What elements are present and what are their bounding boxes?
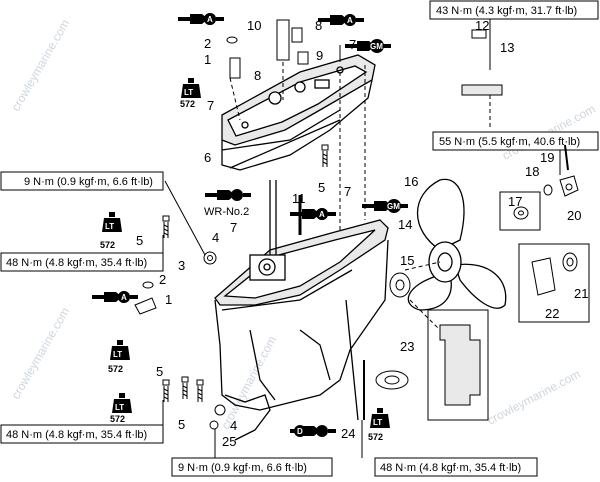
torque-spec-right-mid: 55 N·m (5.5 kgf·m, 40.6 ft·lb) xyxy=(439,136,580,148)
loctite-label-bottom-right: LT xyxy=(373,418,382,427)
grease-A-label-left: A xyxy=(121,293,127,302)
assembly-lines xyxy=(229,62,491,331)
watermark-text-5: crowleymarine.com xyxy=(485,367,583,428)
grease-GM-mid: GM xyxy=(362,199,408,213)
small-hardware-right xyxy=(499,144,590,323)
loctite-code-bottom-right: 572 xyxy=(368,432,383,442)
part-number-24: 24 xyxy=(341,426,355,441)
part-number-7-mid: 7 xyxy=(344,184,351,199)
watermark-text-1: crowleymarine.com xyxy=(8,17,72,114)
loctite-572-bottom-right: LT 572 xyxy=(368,408,390,442)
watermark-text-4: crowleymarine.com xyxy=(218,334,279,432)
part-number-2-left: 2 xyxy=(159,272,166,287)
watermark-text-3: crowleymarine.com xyxy=(8,305,72,402)
part-number-8-mid: 8 xyxy=(254,68,261,83)
part-number-18: 18 xyxy=(525,164,539,179)
torque-spec-left-bottom: 48 N·m (4.8 kgf·m, 35.4 ft·lb) xyxy=(6,429,147,441)
part-number-7-low: 7 xyxy=(230,220,237,235)
grease-GM-label-mid: GM xyxy=(387,202,400,211)
part-number-9: 9 xyxy=(316,48,323,63)
grease-A-left: A xyxy=(92,291,138,303)
grease-GM-label-top: GM xyxy=(370,42,383,51)
shafts-and-bolts xyxy=(134,19,503,430)
torque-box-bottom-mid xyxy=(171,457,333,477)
part-number-2-top: 2 xyxy=(204,36,211,51)
part-number-17: 17 xyxy=(508,194,522,209)
loctite-code-upper: 572 xyxy=(180,99,195,109)
grease-A-label-top: A xyxy=(207,15,213,24)
propeller xyxy=(407,178,507,311)
loctite-label-upper: LT xyxy=(184,88,193,97)
part-number-8-top: 8 xyxy=(315,18,322,33)
part-number-14: 14 xyxy=(398,217,412,232)
grease-A-top-right: A xyxy=(318,14,364,26)
part-number-21: 21 xyxy=(574,286,588,301)
loctite-572-left: LT 572 xyxy=(100,212,122,250)
loctite-label-lower: LT xyxy=(115,403,124,412)
loctite-label-mid: LT xyxy=(113,350,122,359)
part-number-15: 15 xyxy=(400,253,414,268)
grease-A-mid: A xyxy=(290,208,336,220)
part-number-13: 13 xyxy=(500,40,514,55)
part-number-5-lower: 5 xyxy=(156,364,163,379)
part-number-20: 20 xyxy=(567,208,581,223)
torque-spec-bottom-mid: 9 N·m (0.9 kgf·m, 6.6 ft·lb) xyxy=(178,462,307,474)
thrust-washer xyxy=(389,272,411,298)
part-number-4-top: 4 xyxy=(212,230,219,245)
loctite-label-left: LT xyxy=(105,222,114,231)
torque-box-bottom-right xyxy=(374,457,538,477)
part-number-6: 6 xyxy=(204,150,211,165)
grease-A-top: A xyxy=(178,13,224,25)
lower-gearcase xyxy=(214,180,389,441)
part-number-7-top-right: 7 xyxy=(349,37,356,52)
part-number-11: 11 xyxy=(292,191,306,206)
part-number-12: 12 xyxy=(475,18,489,33)
part-number-3: 3 xyxy=(178,258,185,273)
part-number-16: 16 xyxy=(404,174,418,189)
part-number-23: 23 xyxy=(400,339,414,354)
part-number-22: 22 xyxy=(545,306,559,321)
torque-spec-left-top: 9 N·m (0.9 kgf·m, 6.6 ft·lb) xyxy=(24,176,153,188)
part-number-10: 10 xyxy=(247,18,261,33)
torque-spec-top-right: 43 N·m (4.3 kgf·m, 31.7 ft·lb) xyxy=(436,5,577,17)
part-number-1-top: 1 xyxy=(204,52,211,67)
part-number-5-left: 5 xyxy=(136,233,143,248)
part-number-19: 19 xyxy=(540,150,554,165)
grease-WR-no2-label: WR-No.2 xyxy=(204,206,249,218)
grease-A-label-mid: A xyxy=(319,210,325,219)
part-number-5-bottom: 5 xyxy=(178,417,185,432)
grease-D-bottom: D xyxy=(290,425,336,437)
part-number-7-left: 7 xyxy=(207,98,214,113)
torque-box-top-right xyxy=(429,0,599,20)
part-callouts: 10 8 2 9 7 1 8 7 6 5 7 11 7 4 5 3 14 16 … xyxy=(136,18,588,449)
torque-box-left-top xyxy=(0,171,164,191)
upper-casing xyxy=(221,54,376,171)
loctite-572-lower: LT 572 xyxy=(110,393,132,424)
grease-WR-no2: WR-No.2 xyxy=(204,189,251,218)
part-number-1-left: 1 xyxy=(165,292,172,307)
loctite-code-lower: 572 xyxy=(110,414,125,424)
inset-detail-box xyxy=(375,309,489,421)
torque-box-right-mid xyxy=(432,131,599,151)
torque-spec-bottom-right: 48 N·m (4.8 kgf·m, 35.4 ft·lb) xyxy=(380,462,521,474)
torque-spec-left-mid: 48 N·m (4.8 kgf·m, 35.4 ft·lb) xyxy=(6,257,147,269)
part-number-5-mid: 5 xyxy=(318,180,325,195)
loctite-code-mid: 572 xyxy=(108,364,123,374)
grease-D-label-bottom: D xyxy=(297,427,303,436)
part-number-4-bottom: 4 xyxy=(230,418,237,433)
loctite-572-upper: LT 572 xyxy=(180,78,201,109)
grease-GM-top: GM xyxy=(345,39,391,53)
loctite-code-left: 572 xyxy=(100,240,115,250)
loctite-572-mid: LT 572 xyxy=(108,340,130,374)
part-number-25: 25 xyxy=(222,434,236,449)
grease-A-label-top-right: A xyxy=(347,16,353,25)
